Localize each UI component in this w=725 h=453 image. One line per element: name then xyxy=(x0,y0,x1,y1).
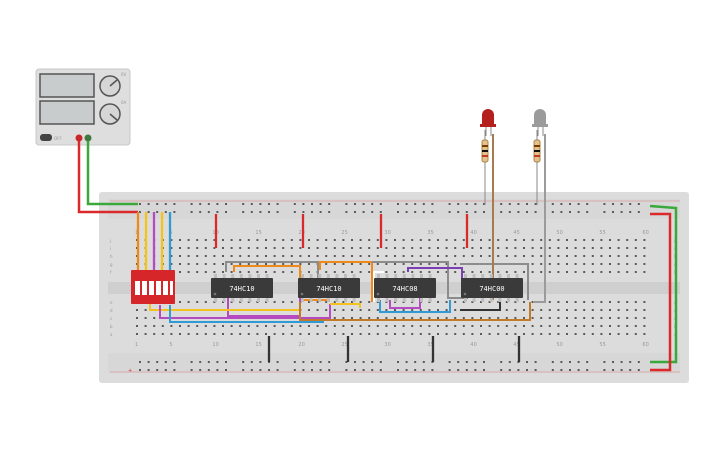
wire-negative[interactable] xyxy=(86,141,138,206)
column-number: 15 xyxy=(255,342,261,348)
ic-chip-label: 74HC10 xyxy=(229,285,254,293)
column-number: 60 xyxy=(642,342,648,348)
column-number: 30 xyxy=(384,342,390,348)
column-number: 15 xyxy=(255,230,261,236)
column-number: 10 xyxy=(212,342,218,348)
row-letter: d xyxy=(110,308,113,313)
column-number: 55 xyxy=(599,342,605,348)
ic-chip[interactable]: 74HC00 xyxy=(461,274,523,302)
wire-rail-green-right[interactable] xyxy=(649,204,678,364)
row-letter: f xyxy=(110,270,112,275)
ic-chip[interactable]: 74HC08 xyxy=(374,274,436,302)
column-number: 40 xyxy=(470,230,476,236)
resistor-1[interactable] xyxy=(481,130,489,205)
positive-terminal[interactable] xyxy=(75,134,83,142)
negative-terminal[interactable] xyxy=(84,134,92,142)
column-number: 1 xyxy=(135,342,138,348)
ic-chip-label: 74HC10 xyxy=(316,285,341,293)
column-number: 60 xyxy=(642,230,648,236)
row-letter: j xyxy=(109,238,111,243)
column-number: 1 xyxy=(135,230,138,236)
ic-chip[interactable]: 74HC10 xyxy=(298,274,360,302)
column-number: 50 xyxy=(556,230,562,236)
ic-chip-label: 74HC08 xyxy=(392,285,417,293)
row-letter: i xyxy=(110,246,111,251)
input-wires[interactable] xyxy=(136,212,172,272)
row-letter: g xyxy=(110,262,113,267)
wire-led-gray[interactable] xyxy=(533,134,546,303)
led-red[interactable] xyxy=(480,109,496,136)
voltage-display xyxy=(39,73,95,98)
row-letter: j xyxy=(673,238,675,243)
column-number: 25 xyxy=(341,230,347,236)
power-switch[interactable] xyxy=(40,134,52,141)
row-letter: e xyxy=(110,300,113,305)
row-letter: a xyxy=(110,332,113,337)
logic-wires[interactable] xyxy=(149,261,531,323)
voltage-label: 0V xyxy=(121,72,127,77)
ic-chip-label: 74HC00 xyxy=(479,285,504,293)
wire-positive[interactable] xyxy=(77,141,138,214)
row-letter: i xyxy=(674,246,675,251)
column-number: 55 xyxy=(599,230,605,236)
resistor-2[interactable] xyxy=(533,130,541,205)
column-number: 20 xyxy=(298,342,304,348)
column-number: 30 xyxy=(384,230,390,236)
current-label: 0A xyxy=(121,100,127,105)
column-number: 20 xyxy=(298,230,304,236)
row-letter: b xyxy=(110,324,113,329)
wire-rail-red-right[interactable] xyxy=(650,212,672,372)
gnd-jumpers[interactable] xyxy=(267,336,521,362)
column-number: 25 xyxy=(341,342,347,348)
column-number: 35 xyxy=(427,230,433,236)
column-number: 35 xyxy=(427,342,433,348)
column-number: 45 xyxy=(513,342,519,348)
vcc-jumpers[interactable] xyxy=(214,214,469,248)
row-letter: c xyxy=(110,316,112,321)
row-letter: h xyxy=(110,254,113,259)
column-number: 50 xyxy=(556,342,562,348)
ic-chip[interactable]: 74HC10 xyxy=(211,274,273,302)
column-number: 40 xyxy=(470,342,476,348)
power-switch-label: OFF xyxy=(54,136,62,141)
column-number: 45 xyxy=(513,230,519,236)
power-supply[interactable]: 0V 0A OFF xyxy=(35,68,131,146)
column-number: 5 xyxy=(169,342,172,348)
svg-text:+: + xyxy=(128,368,132,374)
dip-switch[interactable] xyxy=(131,270,175,304)
current-display xyxy=(39,100,95,125)
led-gray[interactable] xyxy=(532,109,548,136)
